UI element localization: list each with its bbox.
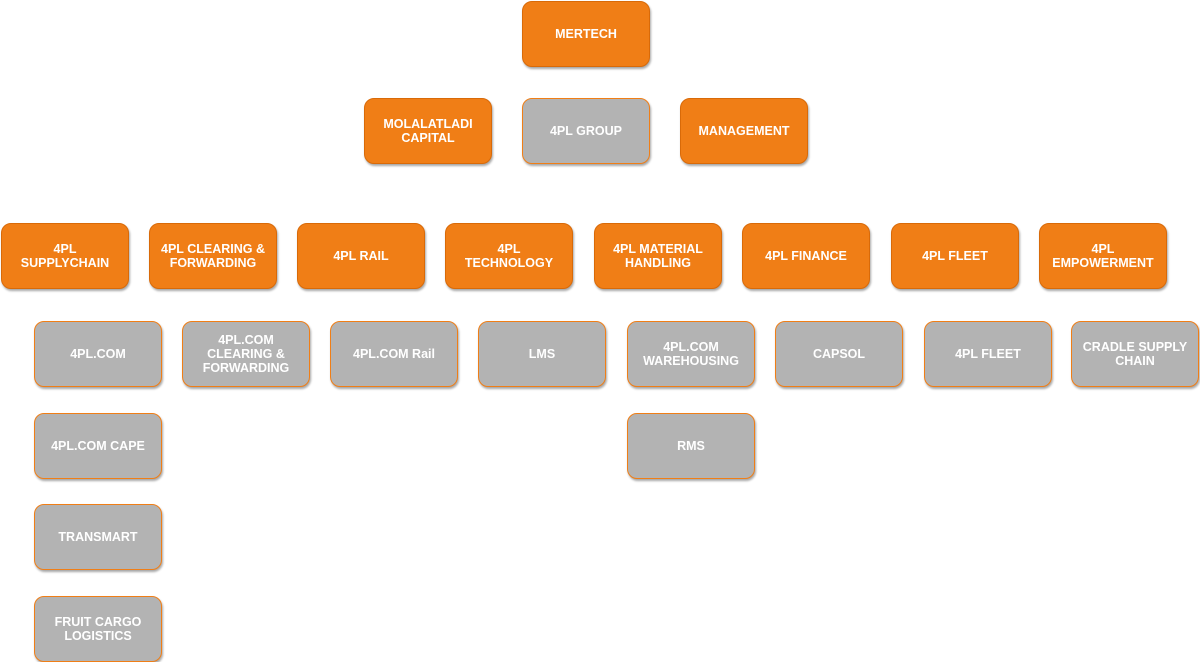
node-label: 4PL CLEARING &FORWARDING	[161, 242, 265, 270]
node-mertech: MERTECH	[522, 1, 650, 67]
node-label: MERTECH	[555, 27, 617, 41]
node-label: 4PL FLEET	[922, 249, 988, 263]
division-node: 4PL CLEARING &FORWARDING	[149, 223, 277, 289]
subsidiary-node: LMS	[478, 321, 606, 387]
division-node: 4PL FLEET	[891, 223, 1019, 289]
node-label: 4PL FINANCE	[765, 249, 847, 263]
node-label: TRANSMART	[58, 530, 138, 544]
node-label: 4PL SUPPLYCHAIN	[20, 242, 110, 270]
subsidiary-node: RMS	[627, 413, 755, 479]
node-label: MANAGEMENT	[698, 124, 790, 138]
node-label: LMS	[528, 347, 556, 361]
node-4pl-group: 4PL GROUP	[522, 98, 650, 164]
subsidiary-node: TRANSMART	[34, 504, 162, 570]
subsidiary-node: 4PL.COM Rail	[330, 321, 458, 387]
subsidiary-node: CAPSOL	[775, 321, 903, 387]
node-label: 4PL RAIL	[333, 249, 389, 263]
division-node: 4PL FINANCE	[742, 223, 870, 289]
division-node: 4PL SUPPLYCHAIN	[1, 223, 129, 289]
node-label: 4PL FLEET	[955, 347, 1021, 361]
node-label: CAPSOL	[812, 347, 866, 361]
node-label: 4PL.COM Rail	[353, 347, 435, 361]
node-label: 4PL.COM CAPE	[51, 439, 145, 453]
subsidiary-node: 4PL FLEET	[924, 321, 1052, 387]
node-label: 4PL GROUP	[549, 124, 622, 138]
division-node: 4PL RAIL	[297, 223, 425, 289]
node-label: RMS	[677, 439, 705, 453]
subsidiary-node: 4PL.COM CAPE	[34, 413, 162, 479]
node-management: MANAGEMENT	[680, 98, 808, 164]
subsidiary-node: 4PL.COM	[34, 321, 162, 387]
node-label: 4PL TECHNOLOGY	[464, 242, 554, 270]
division-node: 4PL TECHNOLOGY	[445, 223, 573, 289]
node-label: 4PL.COM	[70, 347, 126, 361]
